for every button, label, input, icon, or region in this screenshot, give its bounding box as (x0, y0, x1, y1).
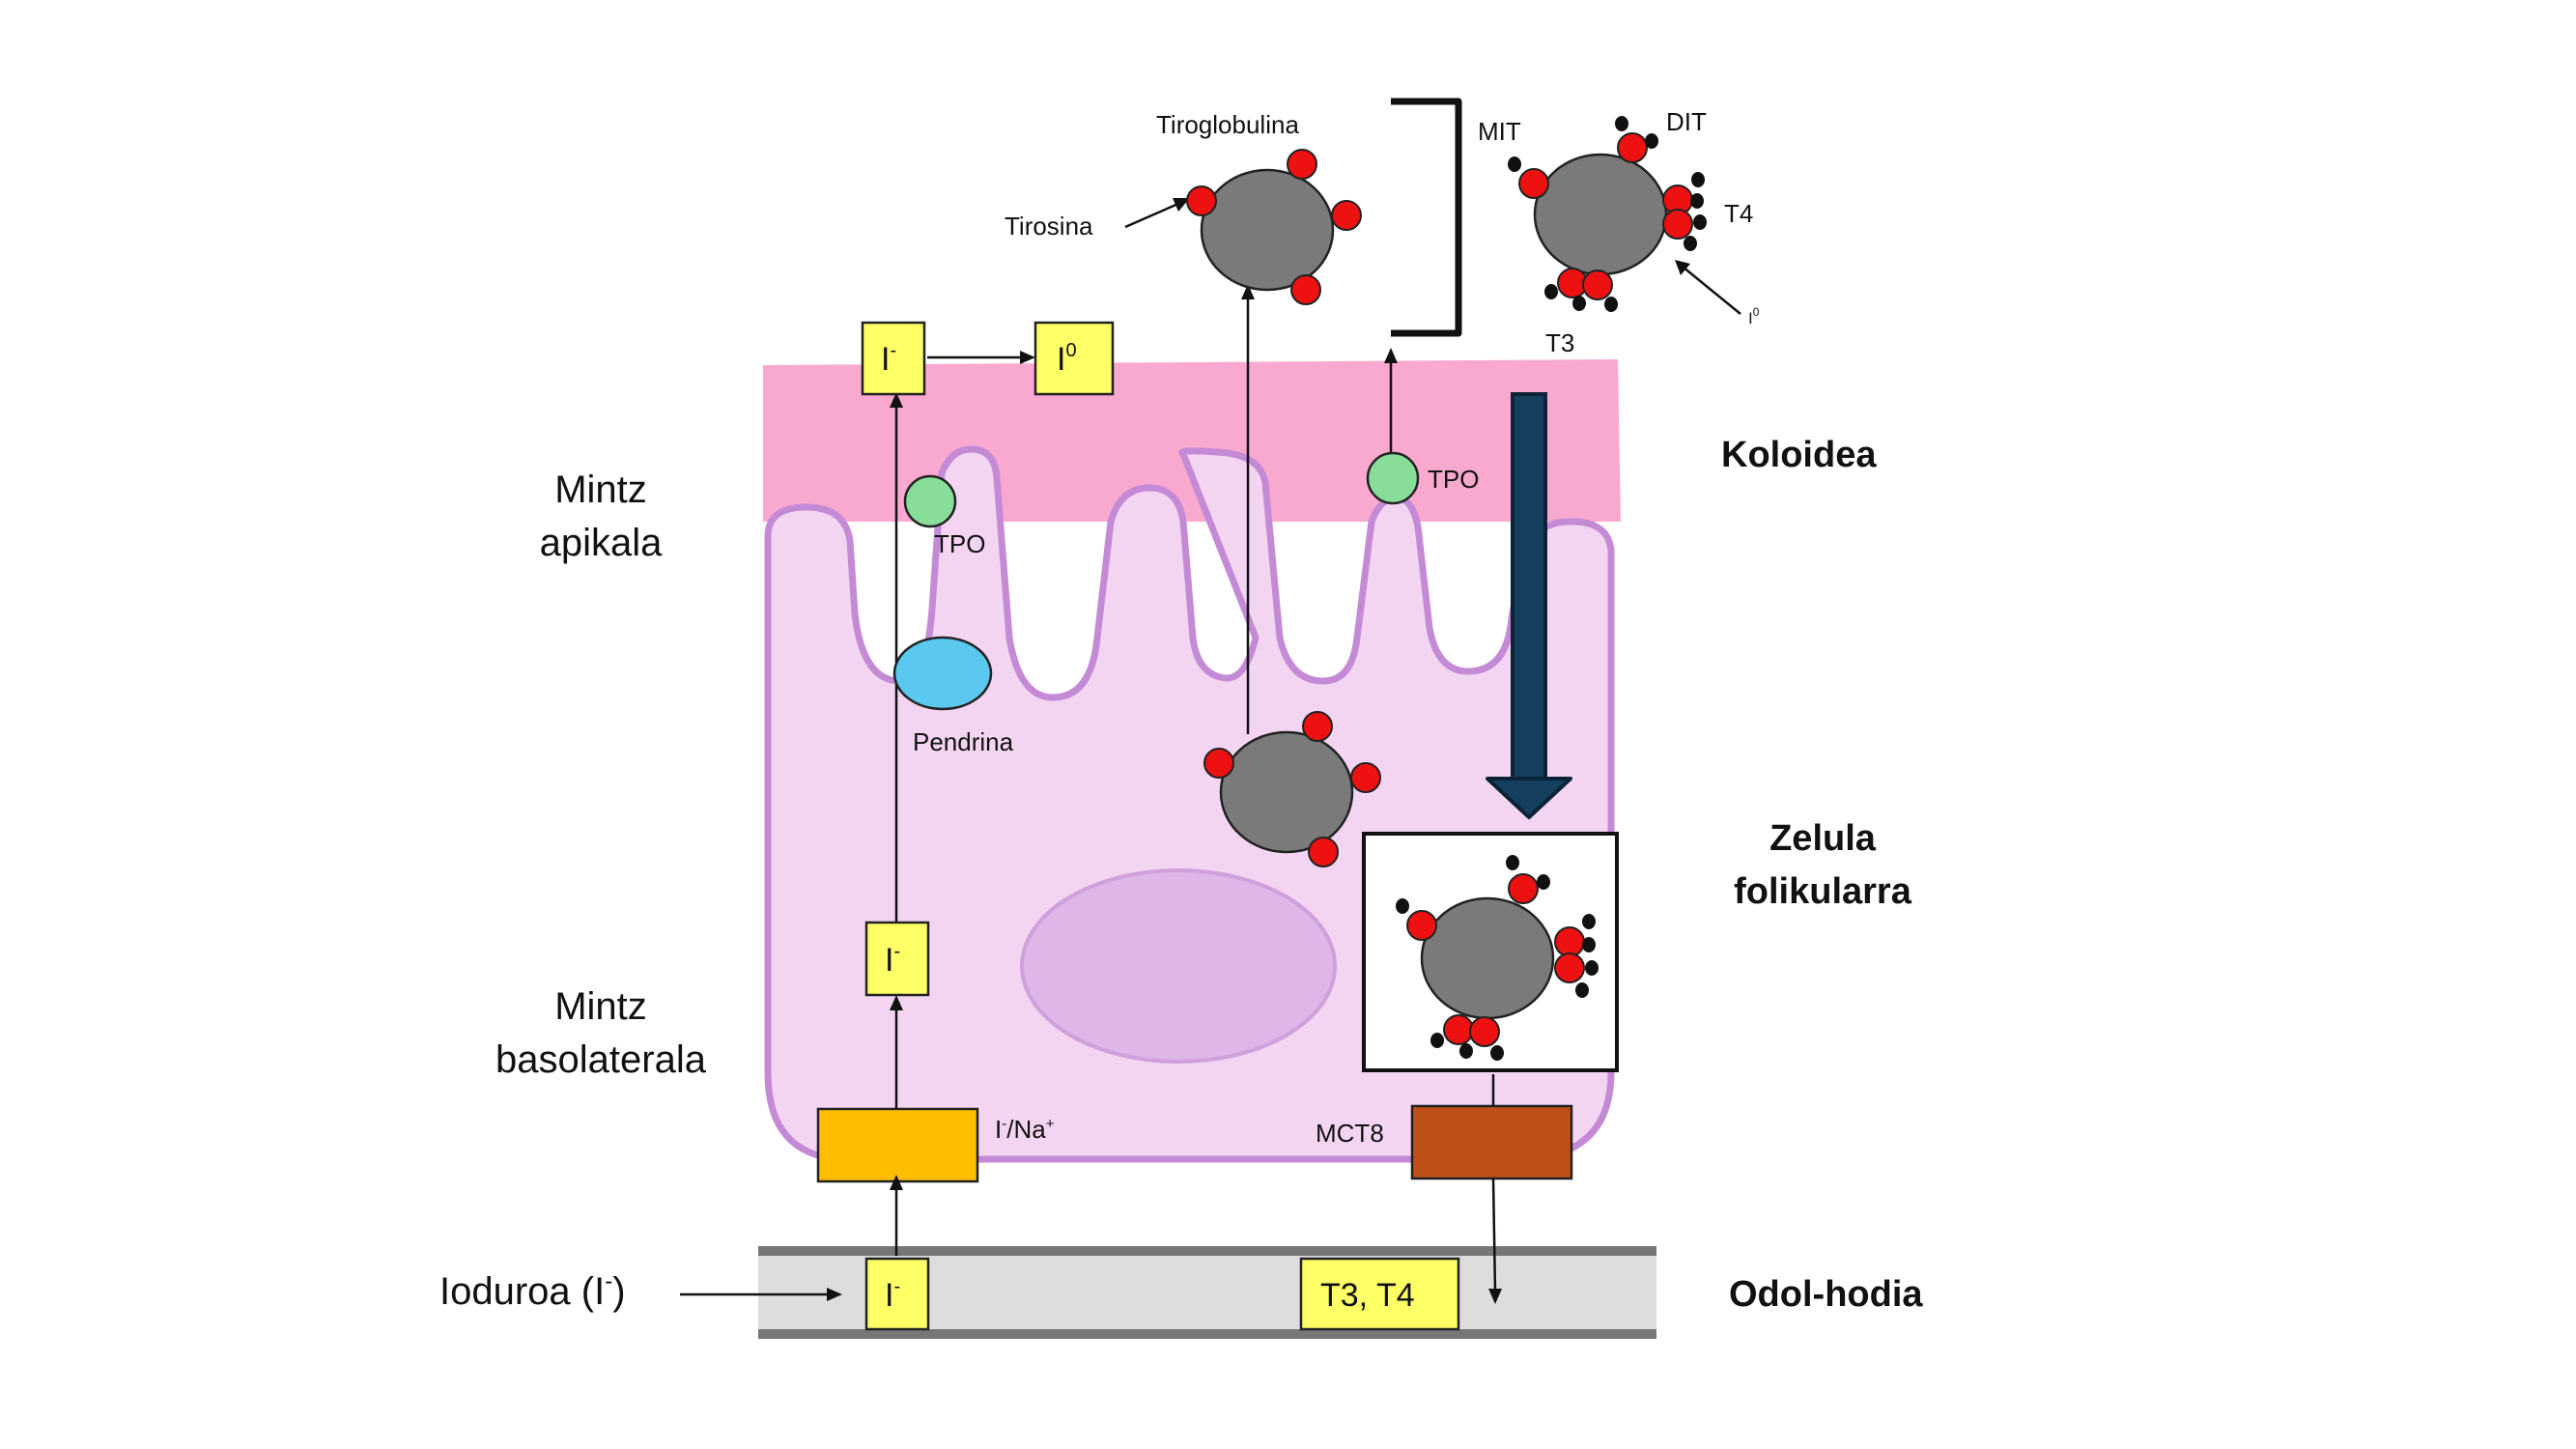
t3-label: T3 (1545, 328, 1574, 357)
tpo-enzyme-left (903, 474, 957, 528)
mintz-apikala-label-line2: apikala (540, 522, 664, 564)
tirosina-label: Tirosina (1005, 212, 1093, 241)
odol-hodia-label: Odol-hodia (1729, 1274, 1923, 1315)
svg-text:I-: I- (885, 1276, 900, 1314)
tpo-label-right: TPO (1428, 465, 1479, 494)
iodide-box-apical: I- (861, 321, 926, 396)
arrow-heads (827, 198, 1690, 1304)
svg-text:I0: I0 (1057, 340, 1077, 378)
mintz-basolaterala-label-line2: basolaterala (495, 1038, 707, 1081)
svg-text:I-: I- (885, 941, 900, 979)
endocytosis-arrow (1486, 392, 1572, 819)
blood-vessel-wall-top (758, 1246, 1656, 1256)
nucleus (1020, 868, 1337, 1064)
iodinated-thyroglobulin-colloid (1508, 116, 1707, 312)
koloidea-label: Koloidea (1721, 435, 1877, 475)
zelula-folikularra-label-line2: folikularra (1734, 871, 1912, 912)
tiroglobulina-label: Tiroglobulina (1156, 110, 1299, 139)
pendrina-transporter (892, 636, 993, 711)
dit-label: DIT (1666, 107, 1707, 136)
bracket (1391, 98, 1462, 337)
symporter-label: I-/Na+ (995, 1115, 1055, 1144)
i0-small-label: I0 (1748, 305, 1760, 327)
mct8-transporter (1410, 1104, 1573, 1180)
iodine-i0-box: I0 (1033, 321, 1115, 396)
pendrina-label: Pendrina (913, 727, 1014, 756)
iodinated-thyroglobulin-cell (1396, 855, 1599, 1061)
mit-label: MIT (1478, 117, 1521, 146)
svg-text:I-: I- (881, 340, 896, 378)
thyroglobulin-cell (1203, 711, 1381, 867)
zelula-folikularra-label-line1: Zelula (1769, 818, 1877, 859)
tpo-enzyme-right (1366, 451, 1420, 505)
mintz-basolaterala-label-line1: Mintz (554, 985, 647, 1028)
ioduroa-label: Ioduroa (I-) (439, 1268, 626, 1313)
svg-text:T3, T4: T3, T4 (1320, 1277, 1415, 1314)
t4-label: T4 (1724, 199, 1753, 228)
iodide-box-vessel: I- (864, 1257, 930, 1331)
iodide-sodium-symporter (816, 1107, 979, 1183)
mintz-apikala-label-line1: Mintz (554, 469, 647, 511)
mct8-label: MCT8 (1316, 1119, 1384, 1148)
blood-vessel-wall-bottom (758, 1329, 1656, 1339)
thyroglobulin-colloid (1186, 149, 1362, 305)
iodide-box-cell: I- (864, 921, 930, 997)
t3-t4-box: T3, T4 (1299, 1257, 1460, 1331)
tpo-label-left: TPO (934, 529, 985, 558)
